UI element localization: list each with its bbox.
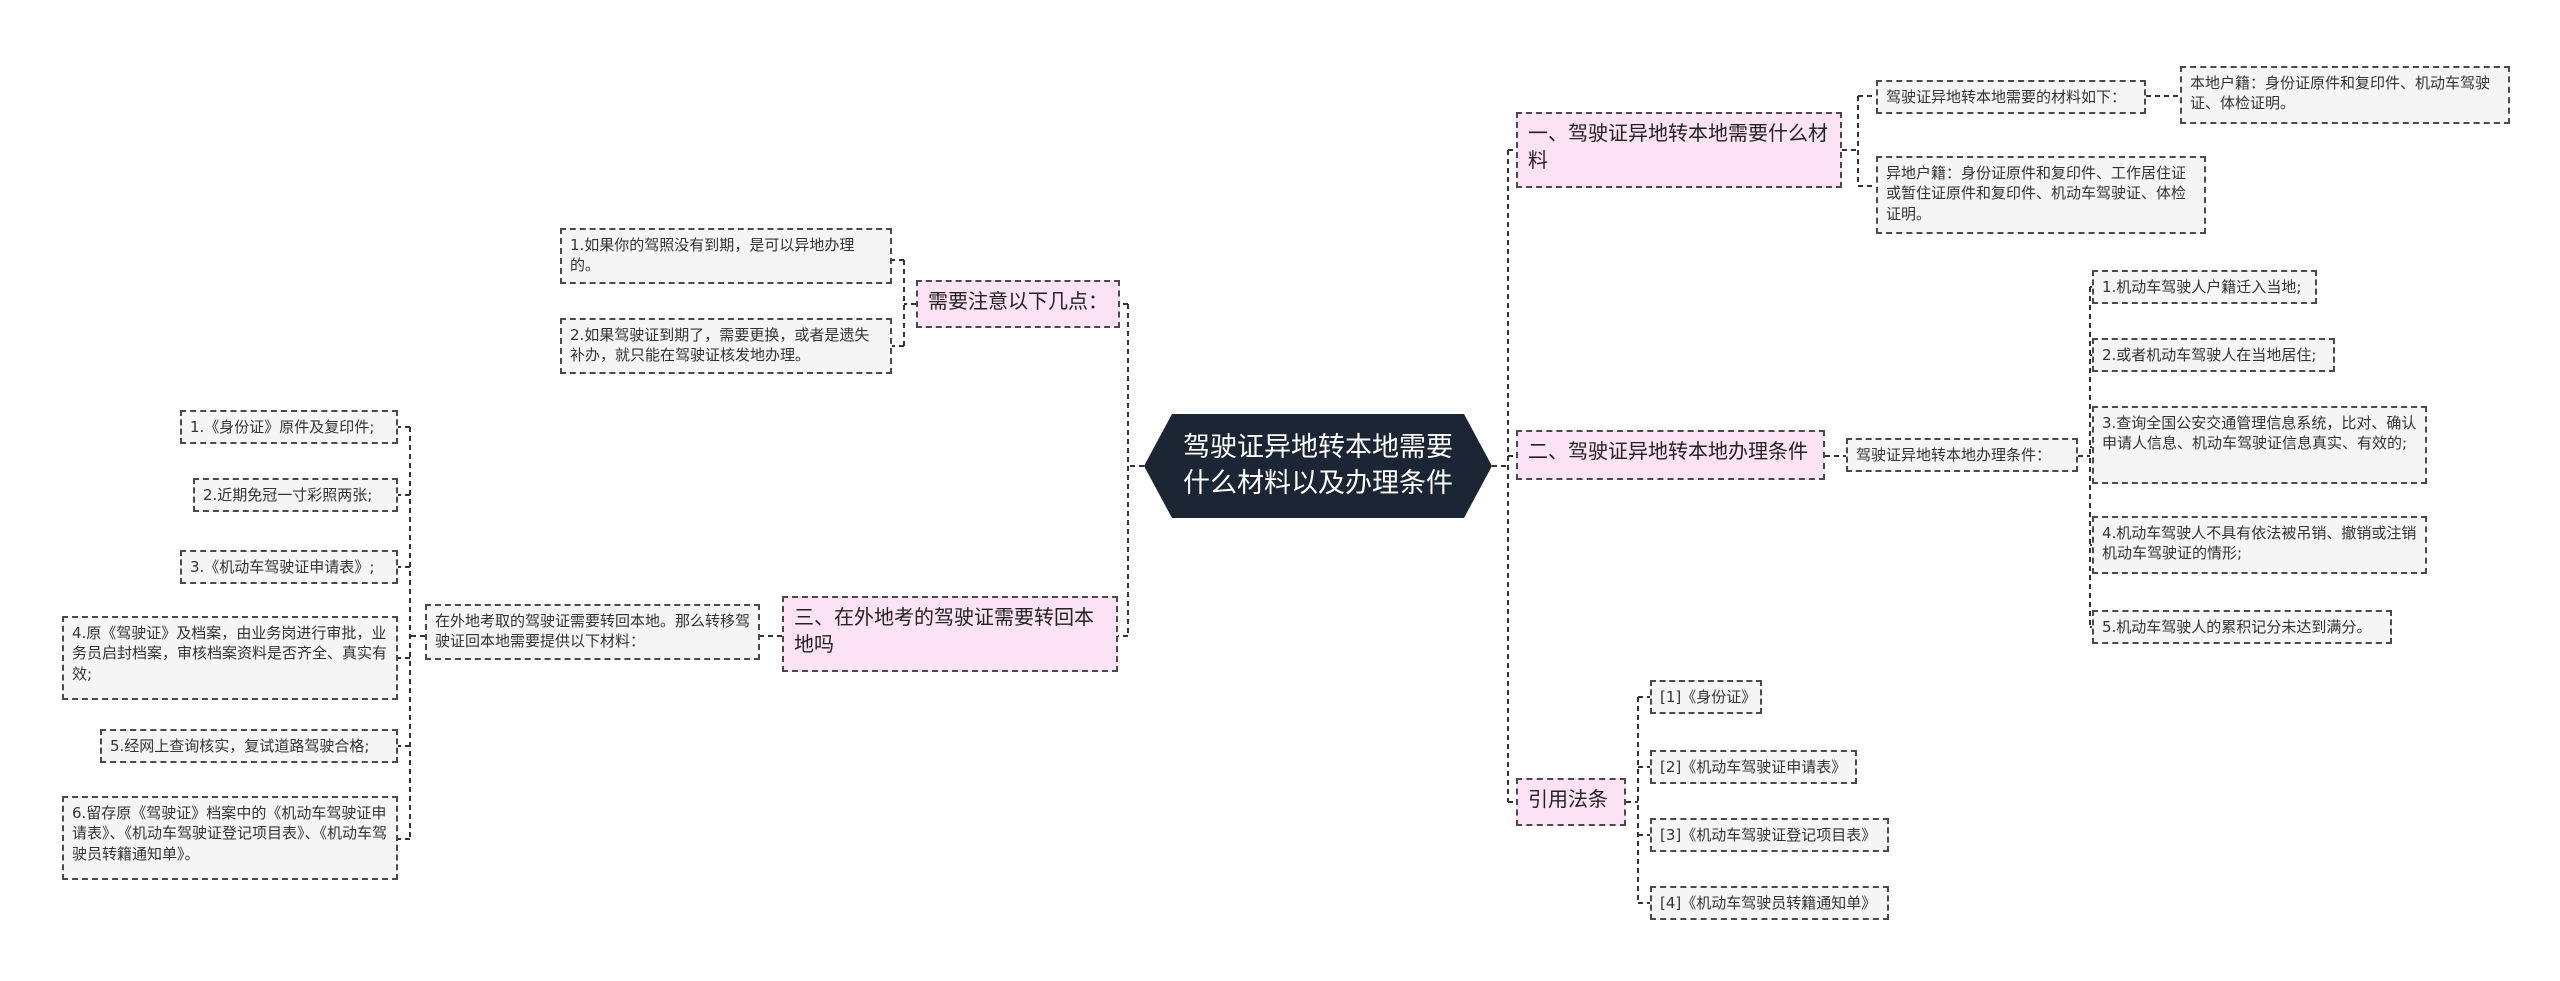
transfer-item-1[interactable]: 1.《身份证》原件及复印件;: [180, 410, 398, 444]
note-item-1[interactable]: 1.如果你的驾照没有到期，是可以异地办理的。: [560, 228, 892, 284]
conditions-sub-node[interactable]: 驾驶证异地转本地办理条件：: [1846, 438, 2078, 472]
materials-nonlocal-node[interactable]: 异地户籍：身份证原件和复印件、工作居住证或暂住证原件和复印件、机动车驾驶证、体检…: [1876, 156, 2206, 234]
root-title: 驾驶证异地转本地需要什么材料以及办理条件: [1183, 431, 1453, 499]
transfer-item-6[interactable]: 6.留存原《驾驶证》档案中的《机动车驾驶证申请表》、《机动车驾驶证登记项目表》、…: [62, 796, 398, 880]
branch-conditions[interactable]: 二、驾驶证异地转本地办理条件: [1516, 430, 1825, 480]
condition-item-1[interactable]: 1.机动车驾驶人户籍迁入当地;: [2092, 270, 2317, 304]
reference-item-4[interactable]: [4]《机动车驾驶员转籍通知单》: [1650, 886, 1889, 920]
reference-item-3[interactable]: [3]《机动车驾驶证登记项目表》: [1650, 818, 1889, 852]
reference-item-1[interactable]: [1]《身份证》: [1650, 680, 1762, 714]
branch-materials[interactable]: 一、驾驶证异地转本地需要什么材料: [1516, 112, 1842, 188]
note-item-2[interactable]: 2.如果驾驶证到期了，需要更换，或者是遗失补办，就只能在驾驶证核发地办理。: [560, 318, 892, 374]
condition-item-2[interactable]: 2.或者机动车驾驶人在当地居住;: [2092, 338, 2335, 372]
transfer-sub-node[interactable]: 在外地考取的驾驶证需要转回本地。那么转移驾驶证回本地需要提供以下材料：: [425, 604, 760, 660]
materials-sub-node[interactable]: 驾驶证异地转本地需要的材料如下：: [1876, 80, 2146, 114]
condition-item-5[interactable]: 5.机动车驾驶人的累积记分未达到满分。: [2092, 610, 2392, 644]
branch-notes[interactable]: 需要注意以下几点：: [916, 280, 1120, 328]
root-hexagon-shape: [1144, 414, 1492, 518]
root-topic[interactable]: 驾驶证异地转本地需要什么材料以及办理条件: [1144, 414, 1492, 518]
materials-local-node[interactable]: 本地户籍：身份证原件和复印件、机动车驾驶证、体检证明。: [2180, 66, 2510, 124]
transfer-item-3[interactable]: 3.《机动车驾驶证申请表》;: [180, 550, 398, 584]
transfer-item-2[interactable]: 2.近期免冠一寸彩照两张;: [193, 478, 398, 512]
condition-item-4[interactable]: 4.机动车驾驶人不具有依法被吊销、撤销或注销机动车驾驶证的情形;: [2092, 516, 2427, 574]
branch-transfer[interactable]: 三、在外地考的驾驶证需要转回本地吗: [782, 596, 1118, 672]
transfer-item-5[interactable]: 5.经网上查询核实，复试道路驾驶合格;: [100, 729, 398, 763]
reference-item-2[interactable]: [2]《机动车驾驶证申请表》: [1650, 750, 1857, 784]
condition-item-3[interactable]: 3.查询全国公安交通管理信息系统，比对、确认申请人信息、机动车驾驶证信息真实、有…: [2092, 406, 2427, 484]
transfer-item-4[interactable]: 4.原《驾驶证》及档案，由业务岗进行审批，业务员启封档案，审核档案资料是否齐全、…: [62, 616, 398, 700]
branch-references[interactable]: 引用法条: [1516, 778, 1626, 826]
